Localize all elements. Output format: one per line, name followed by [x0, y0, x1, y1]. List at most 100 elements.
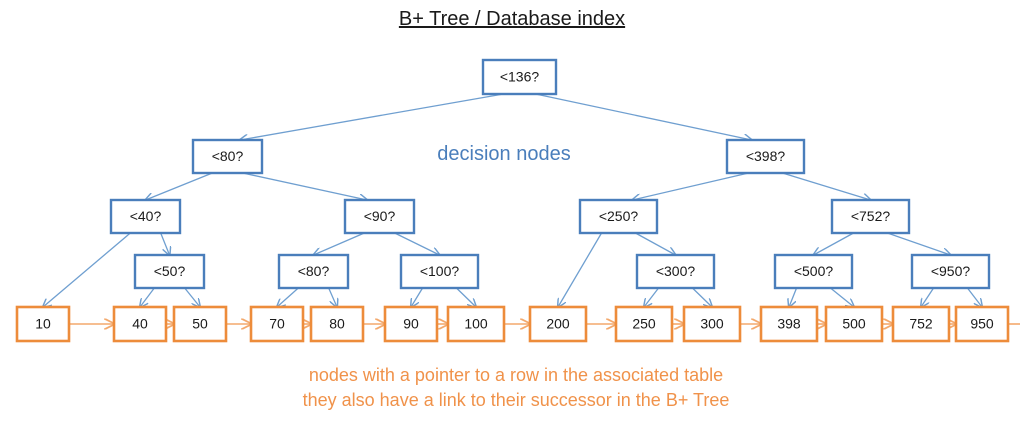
- tree-edge-n950-to-l752: [921, 287, 935, 307]
- node-box: [15, 305, 71, 343]
- tree-edge-n40-to-n50: [160, 232, 170, 255]
- node-box: [682, 305, 742, 343]
- tree-edge-n100-to-l100: [455, 287, 476, 307]
- node-label: 100: [464, 316, 488, 332]
- tree-edge-n250-to-n300: [635, 232, 675, 255]
- node-label: <40?: [130, 208, 162, 224]
- node-label: 40: [132, 316, 148, 332]
- leaf-node-250[interactable]: 250: [614, 305, 674, 343]
- tree-edge-n90-to-n80b: [314, 232, 365, 255]
- node-box: [910, 253, 991, 290]
- node-label: 80: [329, 316, 345, 332]
- tree-nodes-layer: <136? <80? <398? <40? <90? <250? <752? <50? <80?…: [15, 58, 1010, 343]
- node-box: [824, 305, 884, 343]
- node-label: <80?: [298, 263, 330, 279]
- node-label: <752?: [851, 208, 891, 224]
- decision-node-136[interactable]: <136?: [481, 58, 558, 96]
- node-box: [249, 305, 305, 343]
- leaf-node-100[interactable]: 100: [446, 305, 506, 343]
- tree-edge-n80b-to-l70: [277, 287, 299, 307]
- node-box: [343, 198, 416, 235]
- leaf-node-950[interactable]: 950: [954, 305, 1010, 343]
- node-box: [773, 253, 854, 290]
- decision-node-500[interactable]: <500?: [773, 253, 854, 290]
- tree-edge-n398-to-n250: [632, 172, 749, 200]
- node-box: [399, 253, 480, 290]
- tree-edge-n50-to-l50: [184, 287, 200, 307]
- node-box: [172, 305, 228, 343]
- leaf-node-200[interactable]: 200: [528, 305, 588, 343]
- tree-edge-n50-to-l40: [140, 287, 155, 307]
- leaf-node-10[interactable]: 10: [15, 305, 71, 343]
- node-label: 398: [777, 316, 801, 332]
- leaf-node-80[interactable]: 80: [309, 305, 365, 343]
- node-label: 10: [35, 316, 51, 332]
- node-box: [109, 198, 182, 235]
- node-box: [481, 58, 558, 96]
- node-box: [578, 198, 659, 235]
- tree-edge-n136-to-n398: [535, 93, 752, 140]
- leaf-node-752[interactable]: 752: [891, 305, 951, 343]
- leaf-nodes-annotation-line2: they also have a link to their successor…: [303, 390, 730, 410]
- decision-node-950[interactable]: <950?: [910, 253, 991, 290]
- tree-edge-n752-to-n500: [814, 232, 854, 255]
- page-title: B+ Tree / Database index: [399, 8, 625, 30]
- node-label: <500?: [794, 263, 834, 279]
- node-box: [277, 253, 350, 290]
- tree-edge-n500-to-l500: [830, 287, 854, 307]
- node-label: <50?: [154, 263, 186, 279]
- node-box: [759, 305, 819, 343]
- tree-edge-n250-to-l200: [558, 232, 603, 307]
- decision-node-300[interactable]: <300?: [635, 253, 716, 290]
- tree-edge-n752-to-n950: [887, 232, 950, 255]
- leaf-node-90[interactable]: 90: [383, 305, 439, 343]
- decision-node-100[interactable]: <100?: [399, 253, 480, 290]
- tree-edge-n500-to-l398: [789, 287, 798, 307]
- node-label: 90: [403, 316, 419, 332]
- node-box: [954, 305, 1010, 343]
- node-label: <80?: [212, 148, 244, 164]
- decision-node-80[interactable]: <80?: [191, 138, 264, 175]
- tree-edge-n300-to-l250: [644, 287, 660, 307]
- tree-edge-n136-to-n80a: [240, 93, 504, 140]
- node-box: [891, 305, 951, 343]
- leaf-node-70[interactable]: 70: [249, 305, 305, 343]
- tree-edge-n80b-to-l80: [328, 287, 337, 307]
- node-box: [446, 305, 506, 343]
- tree-edge-n100-to-l90: [411, 287, 424, 307]
- leaf-node-500[interactable]: 500: [824, 305, 884, 343]
- node-box: [133, 253, 206, 290]
- node-box: [383, 305, 439, 343]
- tree-edge-n300-to-l300: [691, 287, 712, 307]
- node-label: <398?: [746, 148, 786, 164]
- node-label: 200: [546, 316, 570, 332]
- tree-edge-n398-to-n752: [782, 172, 870, 200]
- decision-node-40[interactable]: <40?: [109, 198, 182, 235]
- tree-edge-n40-to-l10: [43, 232, 131, 307]
- tree-edge-n950-to-l950: [966, 287, 982, 307]
- node-box: [112, 305, 168, 343]
- node-label: <136?: [500, 69, 540, 85]
- decision-node-90[interactable]: <90?: [343, 198, 416, 235]
- node-label: 50: [192, 316, 208, 332]
- leaf-node-50[interactable]: 50: [172, 305, 228, 343]
- decision-node-80[interactable]: <80?: [277, 253, 350, 290]
- node-label: 950: [970, 316, 994, 332]
- decision-node-398[interactable]: <398?: [725, 138, 806, 175]
- decision-node-250[interactable]: <250?: [578, 198, 659, 235]
- leaf-node-40[interactable]: 40: [112, 305, 168, 343]
- node-box: [614, 305, 674, 343]
- decision-node-50[interactable]: <50?: [133, 253, 206, 290]
- node-label: 300: [700, 316, 724, 332]
- node-box: [309, 305, 365, 343]
- leaf-node-300[interactable]: 300: [682, 305, 742, 343]
- leaf-nodes-annotation-line1: nodes with a pointer to a row in the ass…: [309, 365, 723, 385]
- node-label: <250?: [599, 208, 639, 224]
- node-label: <950?: [931, 263, 971, 279]
- leaf-node-398[interactable]: 398: [759, 305, 819, 343]
- decision-node-752[interactable]: <752?: [830, 198, 911, 235]
- tree-edge-n80a-to-n40: [146, 172, 213, 200]
- node-label: <100?: [420, 263, 460, 279]
